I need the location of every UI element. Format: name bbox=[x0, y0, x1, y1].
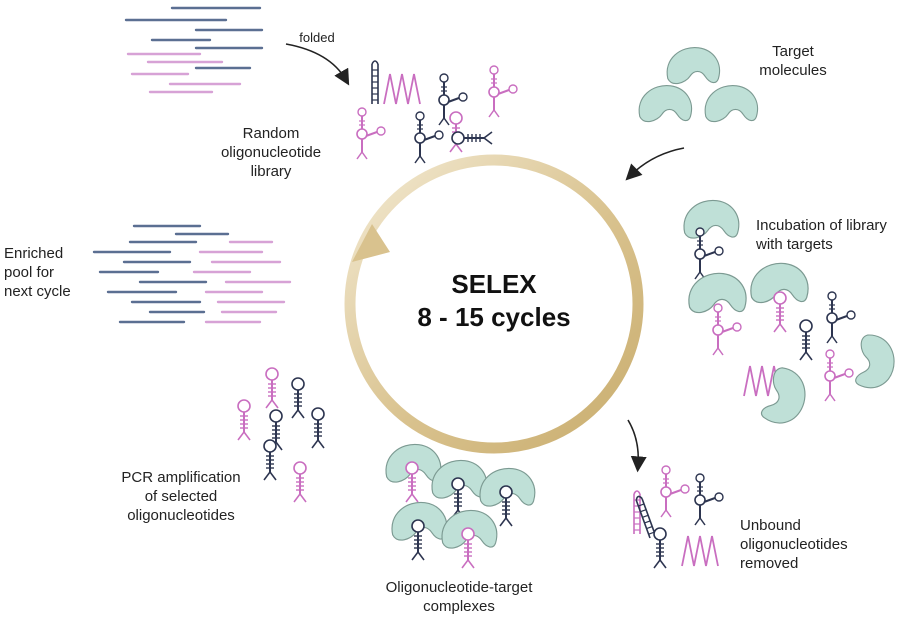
enriched-line-1: Enriched bbox=[4, 245, 64, 262]
complexes-line-2: complexes bbox=[423, 598, 495, 615]
selex-center-label: SELEX 8 - 15 cycles bbox=[384, 268, 604, 334]
selex-title: SELEX bbox=[451, 269, 537, 299]
random-library-strands-icon bbox=[124, 6, 264, 94]
folded-label: folded bbox=[299, 30, 335, 45]
random-library-line-1: Random bbox=[242, 125, 300, 142]
complexes-line-1: Oligonucleotide-target bbox=[385, 579, 533, 596]
unbound-oligos-icon bbox=[633, 465, 724, 569]
selex-cycles: 8 - 15 cycles bbox=[417, 302, 571, 332]
enriched-pool-strands-icon bbox=[92, 224, 292, 324]
pcr-line-3: oligonucleotides bbox=[127, 507, 235, 524]
pcr-line-2: of selected bbox=[144, 488, 218, 505]
pcr-label: PCR amplification of selected oligonucle… bbox=[96, 468, 266, 525]
random-library-line-3: library bbox=[250, 163, 292, 180]
unbound-label: Unbound oligonucleotides removed bbox=[740, 516, 890, 573]
cycle-arrowhead-icon bbox=[352, 224, 390, 262]
target-molecules-label: Target molecules bbox=[738, 42, 848, 80]
incubation-line-1: Incubation of library bbox=[756, 217, 887, 234]
target-line-2: molecules bbox=[759, 62, 827, 79]
oligo-target-complexes-icon bbox=[385, 443, 536, 569]
incubation-line-2: with targets bbox=[756, 236, 833, 253]
target-line-1: Target bbox=[772, 43, 814, 60]
incubation-label: Incubation of library with targets bbox=[756, 216, 912, 254]
folded-arrow-icon bbox=[285, 43, 350, 86]
to-incubation-arrow-icon bbox=[625, 147, 685, 181]
pcr-line-1: PCR amplification bbox=[121, 469, 241, 486]
complexes-label: Oligonucleotide-target complexes bbox=[364, 578, 554, 616]
folded-aptamers-icon bbox=[356, 60, 518, 164]
cycle-ring-icon bbox=[344, 154, 644, 454]
enriched-line-2: pool for bbox=[4, 264, 55, 281]
unbound-line-1: Unbound bbox=[740, 517, 801, 534]
random-library-line-2: oligonucleotide bbox=[220, 144, 322, 161]
random-library-label: Random oligonucleotide library bbox=[196, 124, 346, 181]
enriched-label: Enriched pool for next cycle bbox=[4, 244, 94, 301]
to-unbound-arrow-icon bbox=[627, 419, 647, 473]
enriched-line-3: next cycle bbox=[4, 283, 71, 300]
unbound-line-3: removed bbox=[740, 555, 799, 572]
unbound-line-2: oligonucleotides bbox=[740, 536, 848, 553]
